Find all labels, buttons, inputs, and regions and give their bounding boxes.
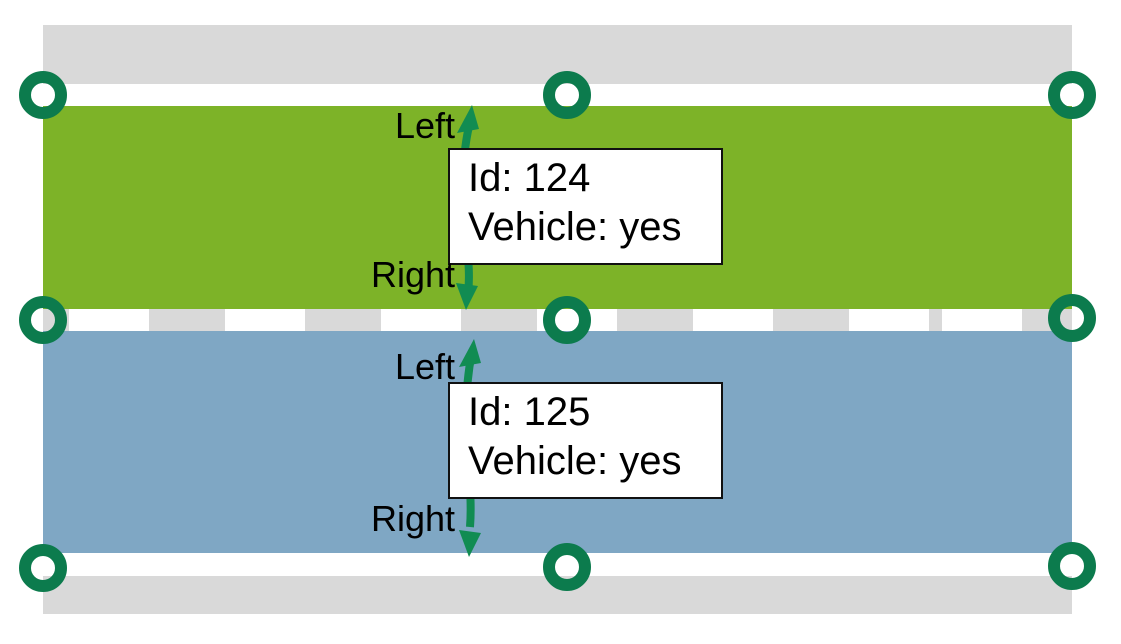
boundary-node[interactable] bbox=[1048, 542, 1096, 590]
boundary-node[interactable] bbox=[1048, 294, 1096, 342]
boundary-node[interactable] bbox=[19, 296, 67, 344]
tooltip-id-line: Id: 124 bbox=[468, 156, 591, 200]
boundary-node[interactable] bbox=[543, 543, 591, 591]
lane-124-left-boundary-label: Left bbox=[394, 105, 455, 146]
lane-125-left-boundary-label: Left bbox=[394, 346, 455, 387]
tooltip-vehicle-line: Vehicle: yes bbox=[468, 205, 682, 249]
lane-125-right-boundary-label: Right bbox=[370, 498, 455, 539]
boundary-node[interactable] bbox=[19, 544, 67, 592]
boundary-node[interactable] bbox=[19, 71, 67, 119]
boundary-node[interactable] bbox=[543, 296, 591, 344]
lane-124-right-boundary-label: Right bbox=[370, 254, 455, 295]
tooltip-vehicle-line: Vehicle: yes bbox=[468, 439, 682, 483]
lane-124-tooltip: Id: 124 Vehicle: yes bbox=[448, 148, 723, 265]
tooltip-id-line: Id: 125 bbox=[468, 390, 591, 434]
boundary-node[interactable] bbox=[1048, 71, 1096, 119]
boundary-node[interactable] bbox=[543, 71, 591, 119]
lane-125-tooltip: Id: 125 Vehicle: yes bbox=[448, 382, 723, 499]
